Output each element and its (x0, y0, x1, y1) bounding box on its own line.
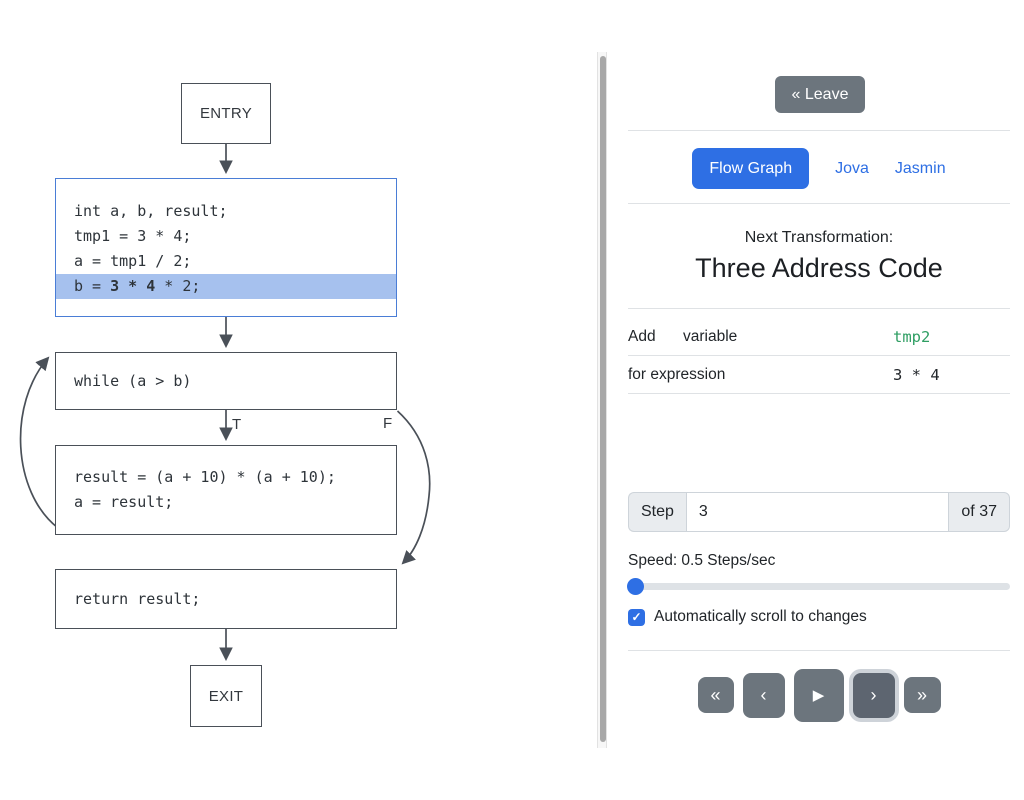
exit-node-label: EXIT (208, 687, 244, 705)
code-line: result = (a + 10) * (a + 10); (74, 468, 336, 486)
kind-cell: variable (683, 328, 738, 345)
autoscroll-checkbox[interactable]: ✓ (628, 608, 645, 626)
speed-slider-thumb[interactable] (627, 578, 644, 595)
expression-value-cell: 3 * 4 (893, 366, 940, 384)
step-input-group: Step of 37 (628, 492, 1010, 532)
table-row: for expression 3 * 4 (628, 356, 1010, 394)
next-step-button[interactable]: › (852, 672, 895, 718)
panel-scrollbar[interactable] (597, 52, 607, 748)
step-total-label: of 37 (949, 492, 1010, 532)
play-icon: ▶ (812, 687, 825, 704)
return-node: return result; (55, 569, 397, 629)
autoscroll-label: Automatically scroll to changes (654, 608, 867, 625)
table-row: Add variable tmp2 (628, 318, 1010, 356)
return-text: return result; (74, 589, 201, 608)
previous-step-button[interactable]: ‹ (742, 672, 785, 718)
flow-graph-edges (19, 144, 431, 662)
declaration-block-node: int a, b, result; tmp1 = 3 * 4; a = tmp1… (55, 178, 397, 317)
action-cell: Add (628, 328, 656, 345)
next-transformation-label: Next Transformation: (744, 229, 894, 246)
code-line: int a, b, result; (74, 202, 228, 220)
flow-graph-canvas: ENTRY int a, b, result; tmp1 = 3 * 4; a … (0, 0, 460, 760)
transformation-detail-table: Add variable tmp2 for expression 3 * 4 (628, 318, 1010, 394)
skip-start-icon: « (710, 684, 721, 705)
check-icon: ✓ (631, 610, 642, 624)
previous-icon: ‹ (760, 684, 767, 705)
scrollbar-thumb[interactable] (599, 56, 606, 742)
playback-controls: « ‹ ▶ › » (628, 666, 1010, 724)
code-line: a = tmp1 / 2; (74, 252, 192, 270)
highlight-bold-expression: 3 * 4 (110, 277, 156, 295)
skip-to-start-button[interactable]: « (697, 677, 734, 713)
step-label: Step (628, 492, 686, 532)
edge-loop-back (19, 356, 59, 529)
true-branch-label: T (232, 416, 242, 433)
tab-jasmin[interactable]: Jasmin (894, 159, 946, 177)
speed-label: Speed: 0.5 Steps/sec (628, 552, 776, 569)
while-condition-node: while (a > b) (55, 352, 397, 410)
leave-button[interactable]: « Leave (775, 76, 865, 113)
highlight-prefix: b = (74, 277, 111, 295)
skip-to-end-button[interactable]: » (903, 677, 941, 713)
section-divider (628, 130, 1010, 131)
tab-flow-graph[interactable]: Flow Graph (692, 148, 810, 189)
highlighted-code-line: b = 3 * 4 * 2; (56, 274, 396, 299)
step-number-input[interactable] (685, 492, 950, 532)
exit-node: EXIT (190, 665, 262, 727)
view-tabs: Flow Graph Jova Jasmin (628, 148, 1010, 189)
highlight-suffix: * 2; (155, 277, 201, 295)
next-icon: › (870, 684, 877, 705)
entry-node: ENTRY (181, 83, 271, 144)
next-transformation-title: Three Address Code (695, 253, 943, 283)
loop-body-node: result = (a + 10) * (a + 10); a = result… (55, 445, 397, 535)
skip-end-icon: » (916, 684, 927, 705)
code-line: tmp1 = 3 * 4; (74, 227, 192, 245)
code-line: a = result; (74, 493, 174, 511)
section-divider (628, 650, 1010, 651)
variable-value-cell: tmp2 (893, 328, 931, 346)
false-branch-label: F (383, 415, 393, 432)
autoscroll-row: ✓ Automatically scroll to changes (628, 607, 867, 627)
edge-while-false (396, 410, 431, 565)
entry-node-label: ENTRY (199, 105, 253, 122)
section-divider (628, 308, 1010, 309)
play-button[interactable]: ▶ (793, 668, 844, 722)
while-condition-text: while (a > b) (74, 371, 192, 390)
tab-jova[interactable]: Jova (835, 159, 869, 177)
expression-label-cell: for expression (628, 366, 726, 383)
section-divider (628, 203, 1010, 204)
speed-slider-track[interactable] (628, 583, 1010, 590)
